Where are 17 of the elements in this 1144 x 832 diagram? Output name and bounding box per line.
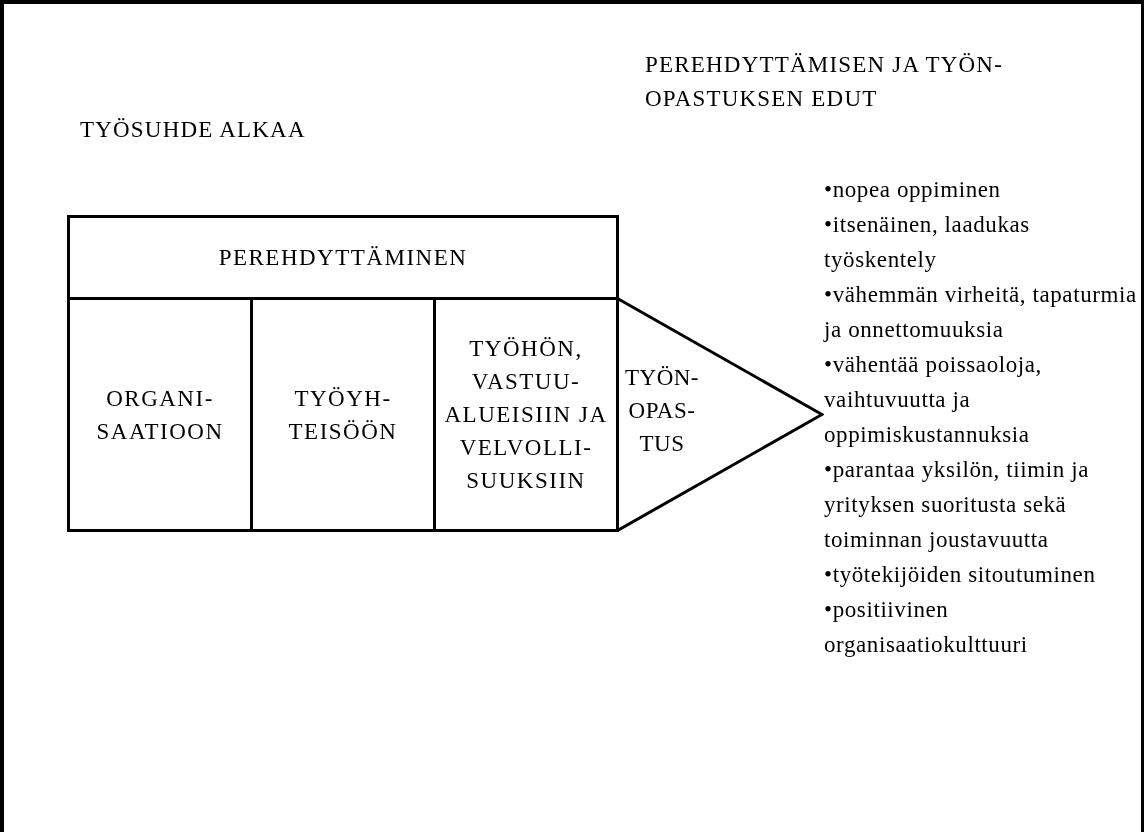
bullet-item: •parantaa yksilön, tiimin ja yrityksen suoritusta sekä toiminnan joustavuutta: [824, 456, 1090, 554]
process-box: [67, 297, 253, 532]
bullet-item: •vähentää poissaoloja, vaihtuvuutta ja oppimiskustannuksia: [824, 351, 1043, 449]
bullet-item: •työtekijöiden sitoutuminen: [824, 561, 1097, 589]
arrow-shape: [616, 297, 824, 532]
box-label: TYÖHÖN, VASTUU- ALUEISIIN JA VELVOLLI- SUUKSIIN: [443, 335, 609, 495]
box-label: PEREHDYTTÄMINEN: [218, 244, 468, 272]
bullet-item: •vähemmän virheitä, tapaturmia ja onnettomuuksia: [824, 281, 1138, 344]
box-label: ORGANI- SAATIOON: [95, 384, 225, 446]
list-heading: PEREHDYTTÄMISEN JA TYÖN- OPASTUKSEN EDUT: [645, 51, 1005, 113]
box-label: TYÖYH- TEISÖÖN: [287, 384, 399, 446]
bullet-item: •positiivinen organisaatiokulttuuri: [824, 596, 1029, 659]
box-label: TYÖN- OPAS- TUS: [623, 364, 700, 458]
start-label: TYÖSUHDE ALKAA: [80, 116, 306, 144]
process-box: [67, 215, 619, 300]
bullet-item: •itsenäinen, laadukas työskentely: [824, 211, 1031, 274]
bullet-item: •nopea oppiminen: [824, 176, 1002, 204]
